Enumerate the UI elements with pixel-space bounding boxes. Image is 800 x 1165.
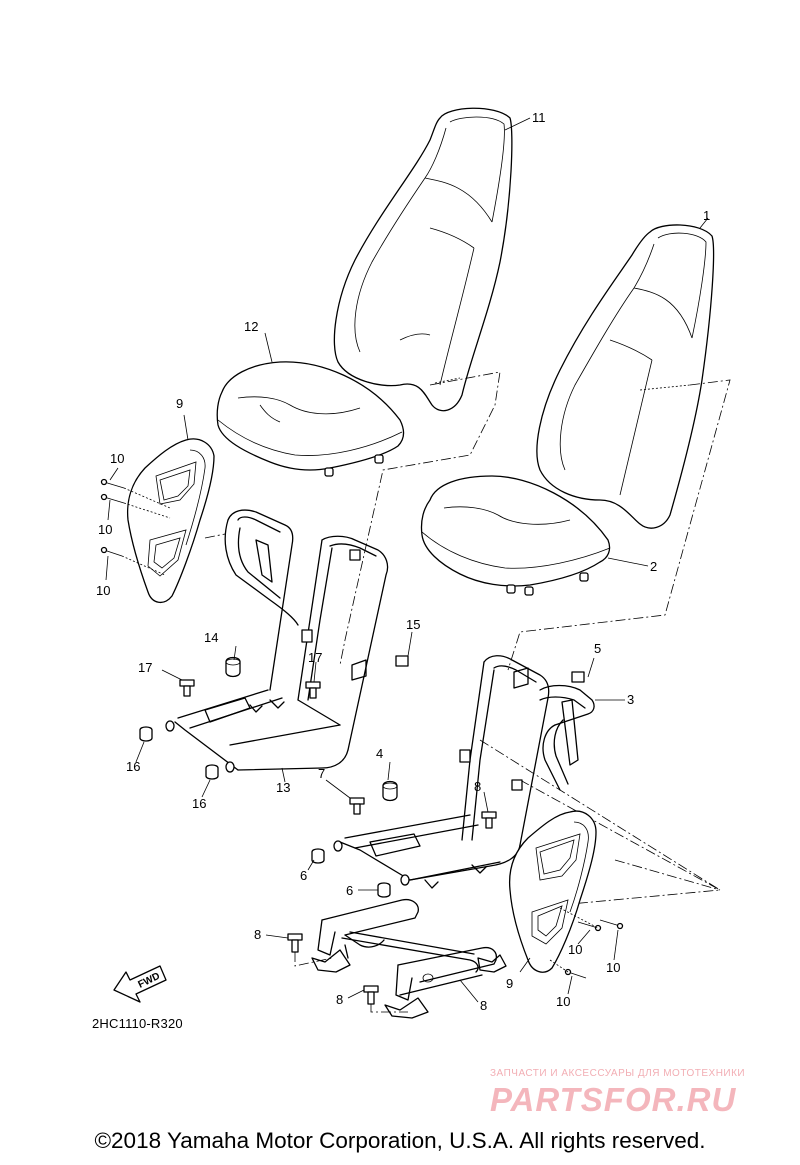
callout-10-right-1[interactable]: 10 — [568, 942, 582, 957]
diagram-code: 2HC1110-R320 — [92, 1016, 183, 1031]
watermark-logo: PARTSFOR.RU — [490, 1081, 737, 1118]
side-panel-left[interactable] — [126, 438, 226, 603]
callout-10-left-1[interactable]: 10 — [110, 451, 124, 466]
callout-3[interactable]: 3 — [627, 692, 634, 707]
seat-cushion-right[interactable] — [420, 475, 611, 596]
rivet-left-group — [100, 478, 171, 576]
callout-13[interactable]: 13 — [276, 780, 290, 795]
callout-10-left-3[interactable]: 10 — [96, 583, 110, 598]
seat-frame-right[interactable] — [333, 655, 595, 889]
callout-8-1[interactable]: 7 — [318, 766, 325, 781]
seat-cushion-left[interactable] — [216, 361, 405, 477]
seat-back-right[interactable] — [536, 224, 715, 529]
seat-rail[interactable] — [311, 898, 507, 1019]
seat-back-left[interactable] — [333, 107, 513, 412]
callout-11[interactable]: 11 — [532, 110, 546, 125]
watermark: ЗАПЧАСТИ И АКСЕССУАРЫ ДЛЯ МОТОТЕХНИКИ PA… — [490, 1068, 790, 1118]
watermark-tagline: ЗАПЧАСТИ И АКСЕССУАРЫ ДЛЯ МОТОТЕХНИКИ — [490, 1068, 746, 1079]
callout-12[interactable]: 12 — [244, 319, 258, 334]
callout-4[interactable]: 4 — [376, 746, 383, 761]
callout-15[interactable]: 15 — [406, 617, 420, 632]
callout-10-left-2[interactable]: 10 — [98, 522, 112, 537]
forward-arrow: FWD — [113, 965, 167, 1003]
copyright-notice: ©2018 Yamaha Motor Corporation, U.S.A. A… — [94, 1128, 706, 1153]
left-frame-hardware — [139, 655, 409, 780]
exploded-parts-diagram: FWD 11 1 12 9 1 — [96, 107, 731, 1019]
side-panel-right[interactable] — [508, 810, 597, 973]
callout-8-4[interactable]: 8 — [336, 992, 343, 1007]
callout-17-2[interactable]: 17 — [308, 650, 322, 665]
callout-9-left[interactable]: 9 — [176, 396, 183, 411]
callout-17-1[interactable]: 17 — [138, 660, 152, 675]
callout-8-2[interactable]: 8 — [474, 779, 481, 794]
callout-5[interactable]: 5 — [594, 641, 601, 656]
callout-2[interactable]: 2 — [650, 559, 657, 574]
callout-6-2[interactable]: 6 — [346, 883, 353, 898]
callout-8-3[interactable]: 8 — [254, 927, 261, 942]
callout-16-2[interactable]: 16 — [192, 796, 206, 811]
right-frame-hardware — [311, 671, 585, 898]
callout-10-right-3[interactable]: 10 — [556, 994, 570, 1009]
callout-16-1[interactable]: 16 — [126, 759, 140, 774]
callout-7[interactable]: 8 — [480, 998, 487, 1013]
callout-1[interactable]: 1 — [703, 208, 710, 223]
callout-6-1[interactable]: 6 — [300, 868, 307, 883]
callout-labels: 11 1 12 9 10 10 10 2 14 15 5 17 17 3 16 … — [96, 110, 710, 1013]
leader-lines — [105, 117, 709, 1003]
rail-hardware — [287, 933, 408, 1013]
callout-10-right-2[interactable]: 10 — [606, 960, 620, 975]
callout-9-right[interactable]: 9 — [506, 976, 513, 991]
callout-14[interactable]: 14 — [204, 630, 218, 645]
seat-frame-left[interactable] — [165, 509, 389, 773]
rivet-right-group — [549, 907, 624, 979]
